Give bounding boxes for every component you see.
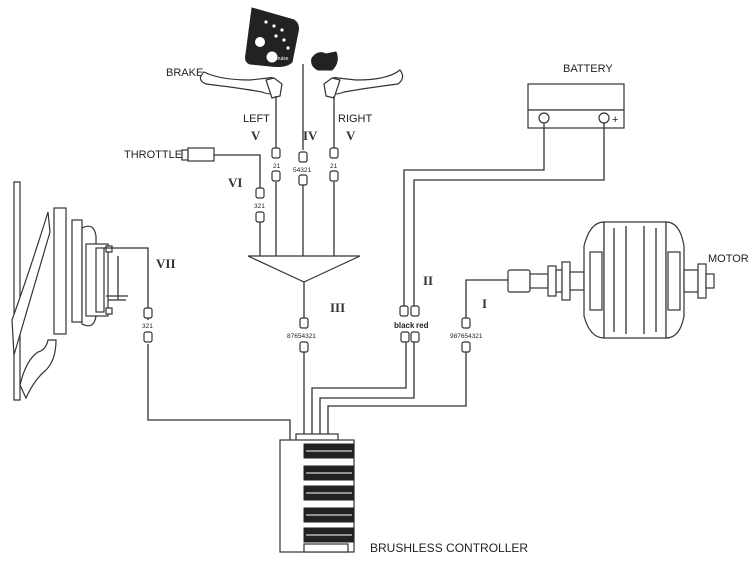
battery-positive-wire [413,123,605,306]
motor-pins: 987654321 [450,333,483,340]
throttle-unit [181,147,215,162]
red-wire-label: red [416,321,429,330]
display-plus-icon [266,51,278,63]
battery-wire-lower-2 [311,342,407,440]
left-brake-connector: 21 [271,147,281,182]
display-clamp [311,51,338,71]
throttle-wire [214,154,261,188]
left-brake-lever [199,71,283,99]
display-minus-icon [255,37,265,47]
display-unit: Cruise [245,7,338,71]
right-brake-pins: 21 [330,163,338,170]
battery-plus-icon: + [612,114,618,126]
roman-ii: II [423,273,433,288]
battery-wire-lower [319,342,415,440]
battery-negative-wire [403,123,545,306]
black-wire-label: black [394,321,415,330]
display-connector: 54321 [293,151,311,186]
display-pins: 54321 [293,167,311,174]
roman-i: I [482,296,487,311]
roman-iii: III [330,300,345,315]
hub-motor [507,221,715,339]
right-brake-connector: 21 [329,147,339,182]
motor-wire [465,279,508,318]
brushless-controller [279,433,355,553]
pedal-sensor-assembly [11,181,128,401]
throttle-pins: 321 [254,203,265,210]
upper-wires [275,64,335,256]
battery-unit: + [527,83,625,129]
roman-vii: VII [156,256,176,271]
throttle-label: THROTTLE [124,149,182,161]
right-label: RIGHT [338,113,373,125]
controller-label: BRUSHLESS CONTROLLER [370,541,528,555]
sensor-wire-lower [147,344,291,440]
roman-iv: IV [303,128,318,143]
battery-label: BATTERY [563,63,613,75]
display-cruise-label: Cruise [274,56,289,62]
motor-wire-lower [327,342,467,440]
roman-vi: VI [228,175,242,190]
motor-connector: 987654321 [450,317,483,353]
hub-connector: 87654321 [287,317,316,353]
wire-hub [247,255,361,283]
right-brake-lever [323,69,404,99]
brake-label: BRAKE [166,67,203,79]
sensor-pins: 321 [142,323,153,330]
left-label: LEFT [243,113,270,125]
left-brake-pins: 21 [273,163,281,170]
sensor-wire [104,247,149,320]
motor-label: MOTOR [708,253,749,265]
roman-v-left: V [251,128,261,143]
sensor-connector: 321 [142,307,153,343]
battery-connector: black red [394,305,429,343]
roman-v-right: V [346,128,356,143]
hub-pins: 87654321 [287,333,316,340]
throttle-connector: 321 [254,187,265,223]
